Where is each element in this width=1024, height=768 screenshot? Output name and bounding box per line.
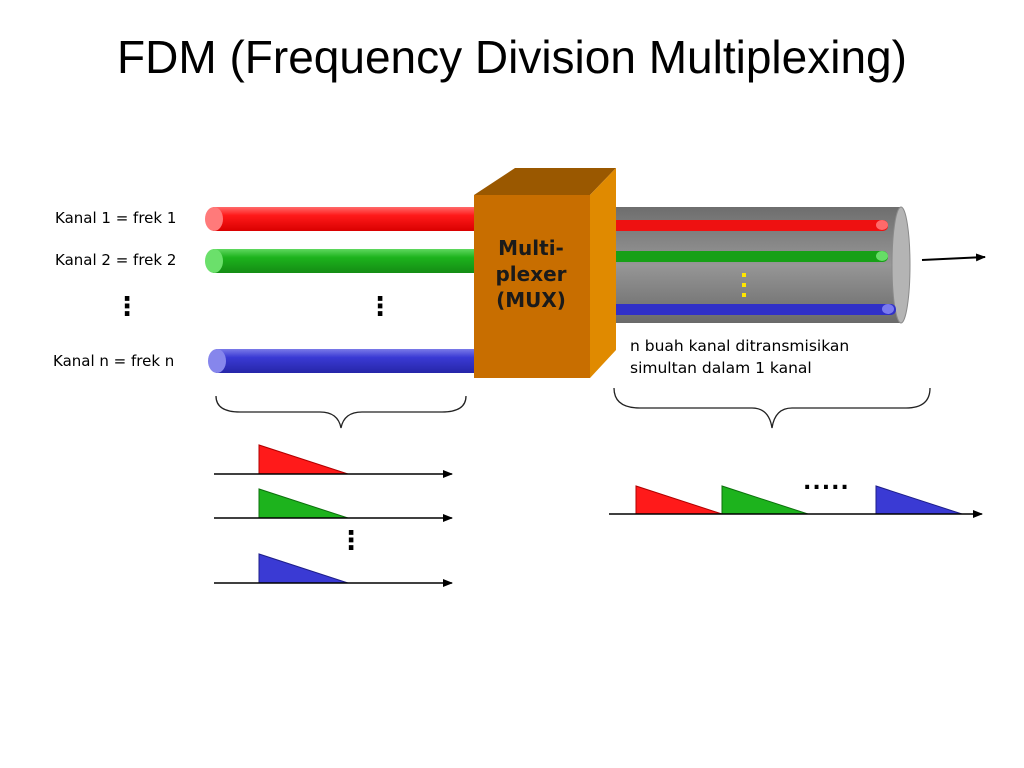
mux-label: Multi- plexer (MUX) [474, 235, 588, 313]
output-brace [613, 387, 931, 429]
cable-caption: n buah kanal ditransmisikan simultan dal… [630, 335, 849, 379]
input-brace [215, 395, 467, 429]
channel-n-label: Kanal n = frek n [53, 352, 175, 370]
transmission-cable [598, 206, 911, 324]
input-spectrum-n [214, 553, 453, 587]
input-pipe-2 [205, 249, 477, 273]
channel-2-label: Kanal 2 = frek 2 [55, 251, 177, 269]
input-spectrum-2 [214, 488, 453, 522]
output-spectrum-ellipsis: ..... [803, 470, 850, 495]
cable-ellipsis-dots [742, 273, 746, 297]
mux-label-line-3: (MUX) [496, 288, 566, 312]
spectra-ellipsis: ⋮ [338, 526, 364, 556]
pipes-ellipsis: ⋮ [367, 292, 393, 322]
input-pipe-n [208, 349, 477, 373]
output-spectrum [609, 485, 983, 518]
cable-caption-line-2: simultan dalam 1 kanal [630, 359, 812, 377]
input-spectrum-1 [214, 444, 453, 478]
mux-box [474, 168, 616, 378]
slide-title: FDM (Frequency Division Multiplexing) [117, 31, 907, 83]
output-arrow [921, 253, 986, 262]
channel-1-label: Kanal 1 = frek 1 [55, 209, 177, 227]
mux-label-line-2: plexer [495, 262, 567, 286]
input-pipe-1 [205, 207, 477, 231]
labels-ellipsis: ⋮ [114, 292, 140, 322]
cable-caption-line-1: n buah kanal ditransmisikan [630, 337, 850, 355]
mux-label-line-1: Multi- [498, 236, 564, 260]
